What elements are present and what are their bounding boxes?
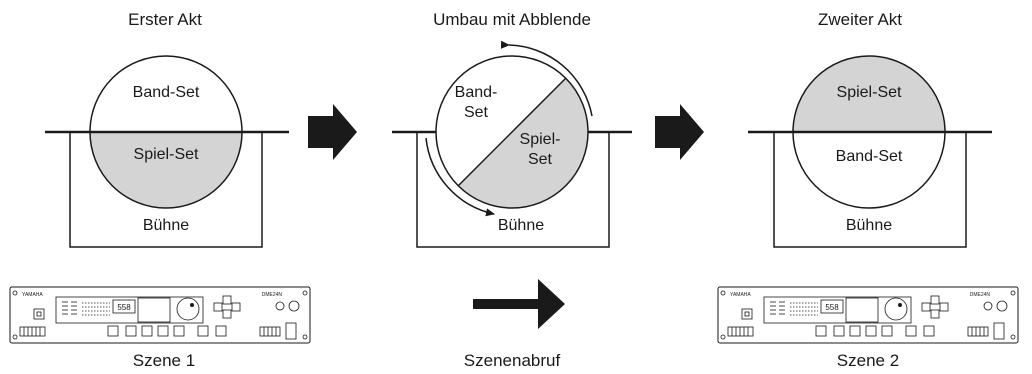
connector-ports-left — [19, 326, 46, 337]
model-label: DME24N — [970, 292, 991, 298]
connector-ports-right — [967, 326, 989, 337]
level-meters — [770, 301, 818, 316]
scene-number-display: 558 — [825, 303, 839, 312]
brand-logo: YAMAHA — [730, 292, 751, 298]
data-wheel — [176, 297, 200, 321]
lcd-screen — [845, 297, 879, 323]
band-set-label: Band-Set — [133, 84, 200, 101]
function-buttons — [107, 325, 227, 337]
connector-ports-right — [259, 326, 281, 337]
card-slot — [285, 322, 297, 340]
card-slot — [993, 322, 1005, 340]
spiel-set-label-line1: Spiel- — [520, 131, 561, 148]
spiel-set-label-line2: Set — [528, 151, 553, 168]
spiel-set-shaded-half — [793, 56, 945, 132]
panel-first-act: Erster Akt Band-Set Spiel-Set Bühne — [45, 10, 289, 248]
panel-title-second-act: Zweiter Akt — [818, 10, 902, 29]
spiel-set-label: Spiel-Set — [837, 84, 902, 101]
cursor-keys — [921, 295, 949, 319]
mixer-device-scene-2: YAMAHA DME24N 558 — [717, 286, 1019, 344]
cursor-keys — [213, 295, 241, 319]
panel-second-act: Zweiter Akt Spiel-Set Band-Set Bühne — [748, 10, 992, 248]
band-set-label: Band-Set — [836, 148, 903, 165]
scene-1-caption: Szene 1 — [133, 351, 195, 370]
big-arrow-right-1 — [308, 104, 357, 160]
rotation-arrow-top — [500, 40, 593, 117]
brand-logo: YAMAHA — [22, 292, 43, 298]
band-set-label-line2: Set — [464, 104, 489, 121]
panel-change: Umbau mit Abblende Band- Set Spiel- Set … — [392, 10, 632, 248]
diagonal-divider — [457, 77, 567, 187]
rotation-arrow-bottom — [425, 137, 495, 217]
power-knob — [275, 301, 285, 311]
scene-2-caption: Szene 2 — [837, 351, 899, 370]
data-wheel — [884, 297, 908, 321]
mixer-device-scene-1: YAMAHA DME24N 558 — [9, 286, 311, 344]
spiel-set-shaded-half — [458, 78, 589, 209]
scene-number-display: 558 — [117, 303, 131, 312]
panel-title-change: Umbau mit Abblende — [433, 10, 591, 29]
spiel-set-shaded-half — [90, 132, 242, 208]
scene-recall-arrow — [473, 279, 565, 329]
lcd-screen — [137, 297, 171, 323]
stage-label: Bühne — [498, 217, 544, 234]
band-set-label-line1: Band- — [455, 84, 498, 101]
function-buttons — [815, 325, 935, 337]
connector-ports-left — [727, 326, 754, 337]
volume-knob — [288, 300, 300, 312]
power-knob — [983, 301, 993, 311]
model-label: DME24N — [262, 292, 283, 298]
level-meters — [62, 301, 110, 316]
spiel-set-label: Spiel-Set — [134, 146, 199, 163]
stage-label: Bühne — [143, 217, 189, 234]
stage-label: Bühne — [846, 217, 892, 234]
panel-title-first-act: Erster Akt — [128, 10, 202, 29]
volume-knob — [996, 300, 1008, 312]
scene-recall-caption: Szenenabruf — [464, 351, 561, 370]
big-arrow-right-2 — [655, 104, 704, 160]
